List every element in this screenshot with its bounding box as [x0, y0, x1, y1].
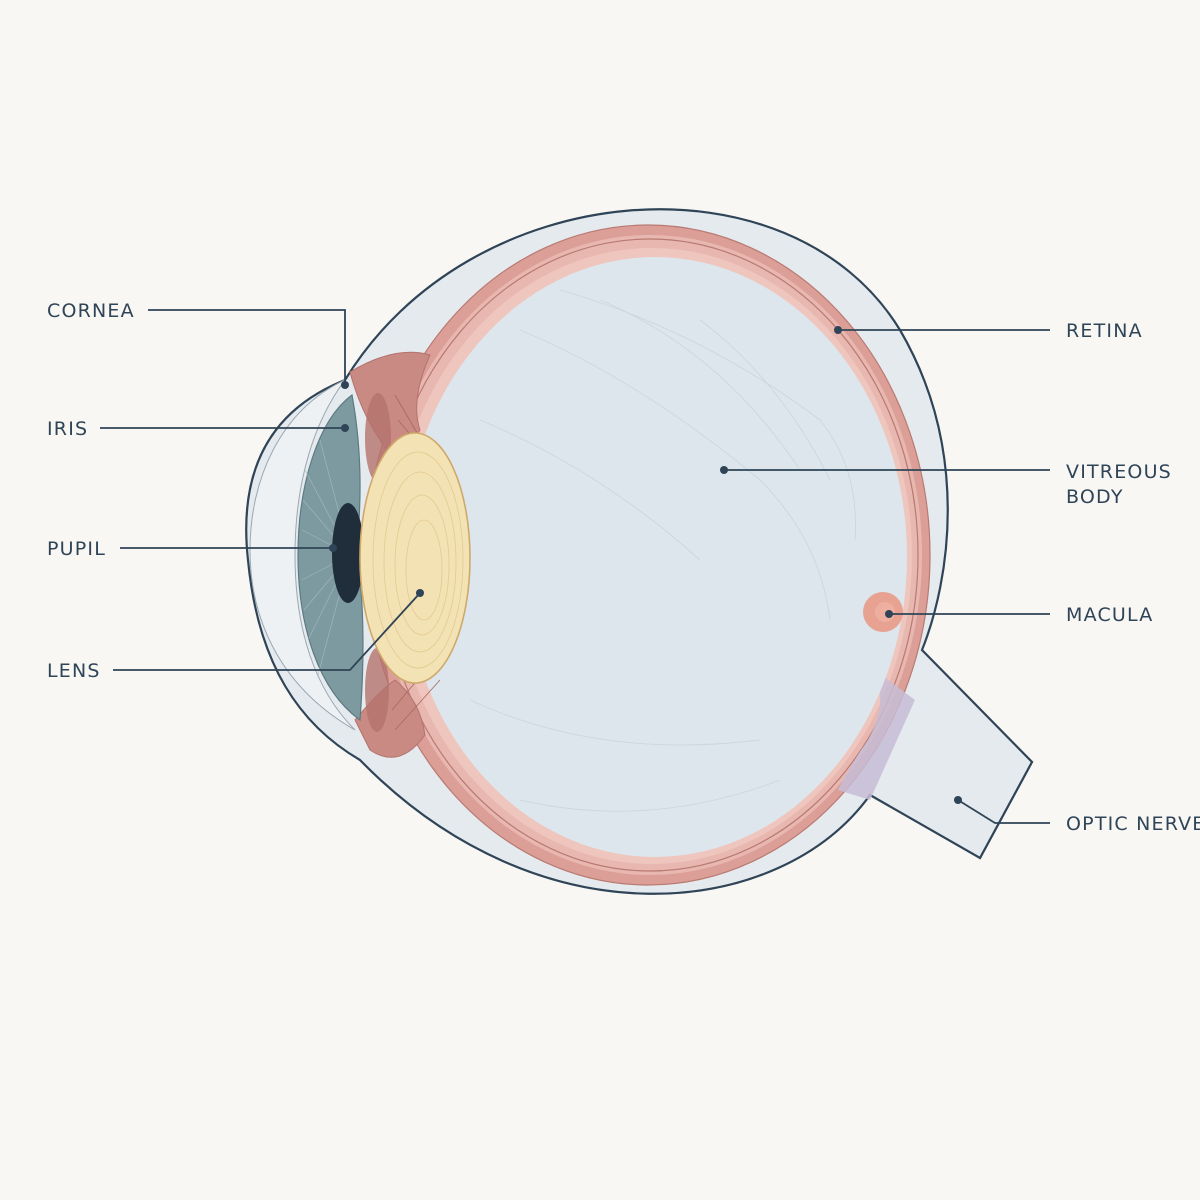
label-vitreous-line1: VITREOUS: [1066, 461, 1172, 483]
label-iris: IRIS: [47, 418, 88, 440]
iris: [297, 393, 364, 722]
lens: [359, 432, 471, 684]
label-optic-nerve: OPTIC NERVE: [1066, 813, 1200, 835]
label-retina: RETINA: [1066, 320, 1143, 342]
leader-dots: [329, 326, 962, 804]
vitreous-body: [403, 257, 907, 857]
label-vitreous-line2: BODY: [1066, 486, 1124, 508]
label-lens: LENS: [47, 660, 101, 682]
leader-lines: [100, 309, 1050, 824]
pupil: [332, 503, 364, 603]
ciliary-body: [349, 351, 441, 758]
label-macula: MACULA: [1066, 604, 1153, 626]
label-pupil: PUPIL: [47, 538, 106, 560]
label-cornea: CORNEA: [47, 300, 135, 322]
